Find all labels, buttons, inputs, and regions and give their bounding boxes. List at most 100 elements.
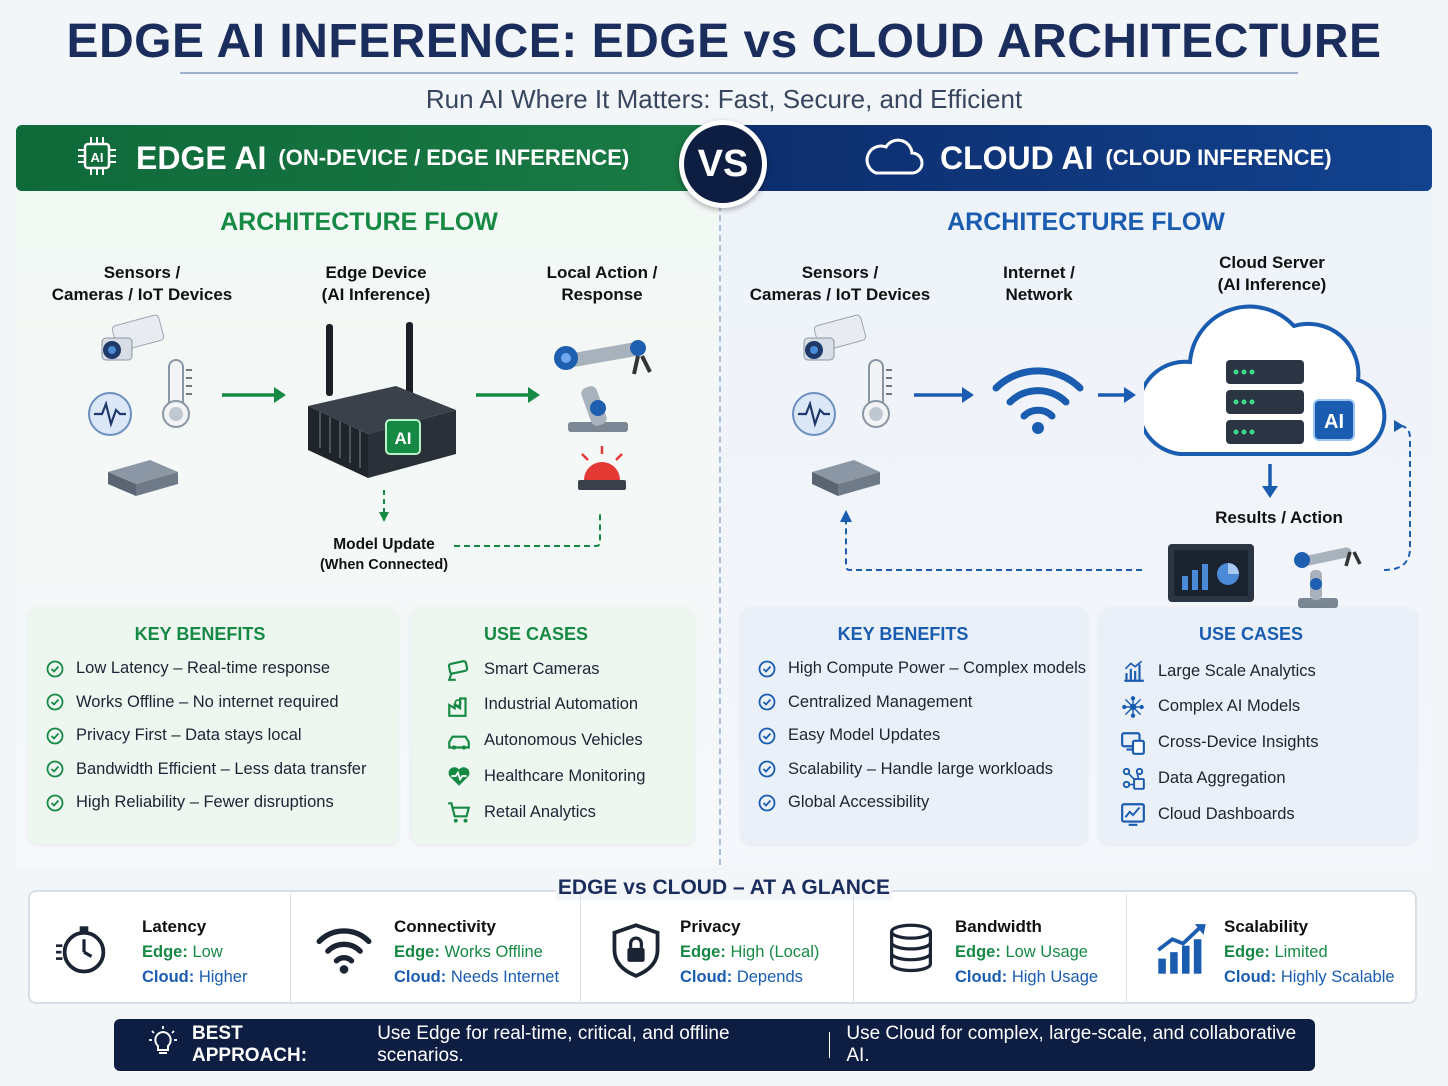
cloud-chip-label: AI bbox=[1324, 411, 1344, 433]
glance-cloud-line: Cloud: Depends bbox=[680, 968, 803, 987]
list-item: Complex AI Models bbox=[1120, 694, 1300, 720]
cloud-arrow-down bbox=[1262, 464, 1278, 498]
list-item-label: Global Accessibility bbox=[788, 793, 930, 812]
glance-edge-prefix: Edge: bbox=[680, 943, 726, 961]
list-item: Privacy First – Data stays local bbox=[46, 726, 302, 745]
glance-cloud-prefix: Cloud: bbox=[142, 968, 195, 986]
network-label-line2: Network bbox=[1005, 285, 1073, 304]
cloud-flow-title: ARCHITECTURE FLOW bbox=[947, 208, 1225, 236]
list-item-label: Large Scale Analytics bbox=[1158, 661, 1316, 680]
ai-chip-icon: AI bbox=[72, 131, 122, 186]
heartbeat-sensor-icon bbox=[792, 392, 836, 436]
check-circle-icon bbox=[46, 693, 64, 711]
cloud-server-label-line2: (AI Inference) bbox=[1217, 275, 1327, 294]
list-item-label: Cloud Dashboards bbox=[1158, 804, 1295, 823]
cloud-sensors-label-line1: Sensors / bbox=[801, 263, 879, 282]
list-item-label: Data Aggregation bbox=[1158, 768, 1286, 787]
list-item-label: Smart Cameras bbox=[484, 659, 600, 678]
edge-sensors-label-line1: Sensors / bbox=[103, 263, 181, 282]
robot-arm-icon bbox=[554, 340, 652, 432]
best-approach-edge-text: Use Edge for real-time, critical, and of… bbox=[377, 1023, 730, 1066]
cloud-banner-title: CLOUD AI bbox=[940, 139, 1094, 176]
list-item: Smart Cameras bbox=[446, 656, 600, 682]
glance-edge-line: Edge: Limited bbox=[1224, 943, 1328, 962]
edge-arrow-1 bbox=[222, 387, 286, 403]
edge-device-label: Edge Device (AI Inference) bbox=[286, 262, 466, 306]
list-item: Global Accessibility bbox=[758, 793, 929, 812]
list-item: Large Scale Analytics bbox=[1120, 658, 1316, 684]
edge-device-label-line1: Edge Device bbox=[325, 263, 427, 282]
list-item: Healthcare Monitoring bbox=[446, 763, 645, 789]
cart-icon bbox=[448, 802, 471, 823]
list-item: High Reliability – Fewer disruptions bbox=[46, 793, 334, 812]
list-item-label: Works Offline – No internet required bbox=[76, 692, 339, 711]
check-circle-icon bbox=[758, 693, 776, 711]
center-divider bbox=[719, 195, 721, 865]
edge-flow-title: ARCHITECTURE FLOW bbox=[220, 208, 498, 236]
glance-separator bbox=[580, 894, 581, 1002]
best-approach-bar: BEST APPROACH: Use Edge for real-time, c… bbox=[114, 1019, 1315, 1071]
glance-cloud-line: Cloud: Highly Scalable bbox=[1224, 968, 1395, 987]
security-camera-icon bbox=[803, 314, 867, 361]
list-item-label: Complex AI Models bbox=[1158, 697, 1301, 716]
cloud-benefits-title: KEY BENEFITS bbox=[837, 624, 969, 644]
check-circle-icon bbox=[758, 794, 776, 812]
list-item: Centralized Management bbox=[758, 693, 972, 712]
heart-pulse-icon bbox=[448, 767, 470, 787]
edge-benefits-title: KEY BENEFITS bbox=[134, 624, 266, 644]
cloud-server-icon: AI bbox=[1144, 304, 1387, 456]
cloud-banner: CLOUD AI (CLOUD INFERENCE) bbox=[720, 125, 1432, 191]
glance-cloud-value: Depends bbox=[736, 968, 803, 986]
list-item: Industrial Automation bbox=[446, 692, 638, 718]
shield-lock-icon bbox=[612, 923, 660, 978]
list-item: Scalability – Handle large workloads bbox=[758, 760, 1053, 779]
title-underline bbox=[180, 72, 1298, 74]
wifi-icon bbox=[992, 367, 1084, 434]
edge-usecases-title: USE CASES bbox=[483, 624, 589, 644]
list-item-label: Autonomous Vehicles bbox=[484, 731, 643, 750]
glance-cloud-value: High Usage bbox=[1011, 968, 1099, 986]
network-label-line1: Internet / bbox=[1003, 263, 1075, 282]
glance-cloud-prefix: Cloud: bbox=[394, 968, 447, 986]
car-icon bbox=[448, 735, 470, 750]
cloud-sensors-label: Sensors / Cameras / IoT Devices bbox=[740, 262, 940, 306]
cloud-server-label: Cloud Server (AI Inference) bbox=[1192, 252, 1352, 296]
gateway-box-icon bbox=[812, 460, 880, 496]
list-item: Cross-Device Insights bbox=[1120, 730, 1318, 756]
analytics-icon bbox=[1124, 660, 1144, 682]
cloud-arrow-2 bbox=[1098, 387, 1136, 403]
cloud-usecases-title: USE CASES bbox=[1198, 624, 1304, 644]
edge-banner-subtitle: (ON-DEVICE / EDGE INFERENCE) bbox=[278, 145, 630, 170]
page-title: EDGE AI INFERENCE: EDGE vs CLOUD ARCHITE… bbox=[66, 15, 1382, 68]
glance-edge-prefix: Edge: bbox=[394, 943, 440, 961]
thermometer-icon bbox=[162, 359, 192, 428]
cloud-usecases-card bbox=[1099, 608, 1417, 844]
list-item: Cloud Dashboards bbox=[1120, 801, 1295, 827]
glance-item-name: Scalability bbox=[1224, 917, 1309, 936]
cloud-benefits-card bbox=[741, 608, 1087, 844]
glance-title: EDGE vs CLOUD – AT A GLANCE bbox=[556, 876, 892, 900]
list-item-label: Bandwidth Efficient – Less data transfer bbox=[76, 759, 367, 778]
list-item: Works Offline – No internet required bbox=[46, 693, 339, 712]
edge-action-label-line2: Response bbox=[561, 285, 643, 304]
list-item-label: Easy Model Updates bbox=[788, 726, 941, 745]
list-item-label: High Compute Power – Complex models bbox=[788, 659, 1087, 677]
glance-separator bbox=[290, 894, 291, 1002]
list-item: Easy Model Updates bbox=[758, 726, 940, 745]
dashboard-icon bbox=[1121, 803, 1145, 827]
glance-edge-prefix: Edge: bbox=[955, 943, 1001, 961]
cloud-sensors-label-line2: Cameras / IoT Devices bbox=[749, 285, 931, 304]
list-item: Bandwidth Efficient – Less data transfer bbox=[46, 760, 366, 779]
wifi-icon bbox=[316, 928, 372, 974]
check-circle-icon bbox=[46, 727, 64, 745]
model-update-label-line1: Model Update bbox=[333, 536, 435, 553]
best-approach-separator bbox=[829, 1032, 831, 1058]
devices-icon bbox=[1121, 731, 1145, 755]
cloud-feedback-loop bbox=[840, 420, 1411, 571]
glance-item-name: Bandwidth bbox=[955, 917, 1042, 936]
glance-item-name: Connectivity bbox=[394, 917, 497, 936]
glance-cloud-line: Cloud: Higher bbox=[142, 968, 247, 987]
glance-edge-prefix: Edge: bbox=[1224, 943, 1270, 961]
edge-benefits-card bbox=[28, 608, 398, 844]
list-item-label: Centralized Management bbox=[788, 692, 973, 711]
